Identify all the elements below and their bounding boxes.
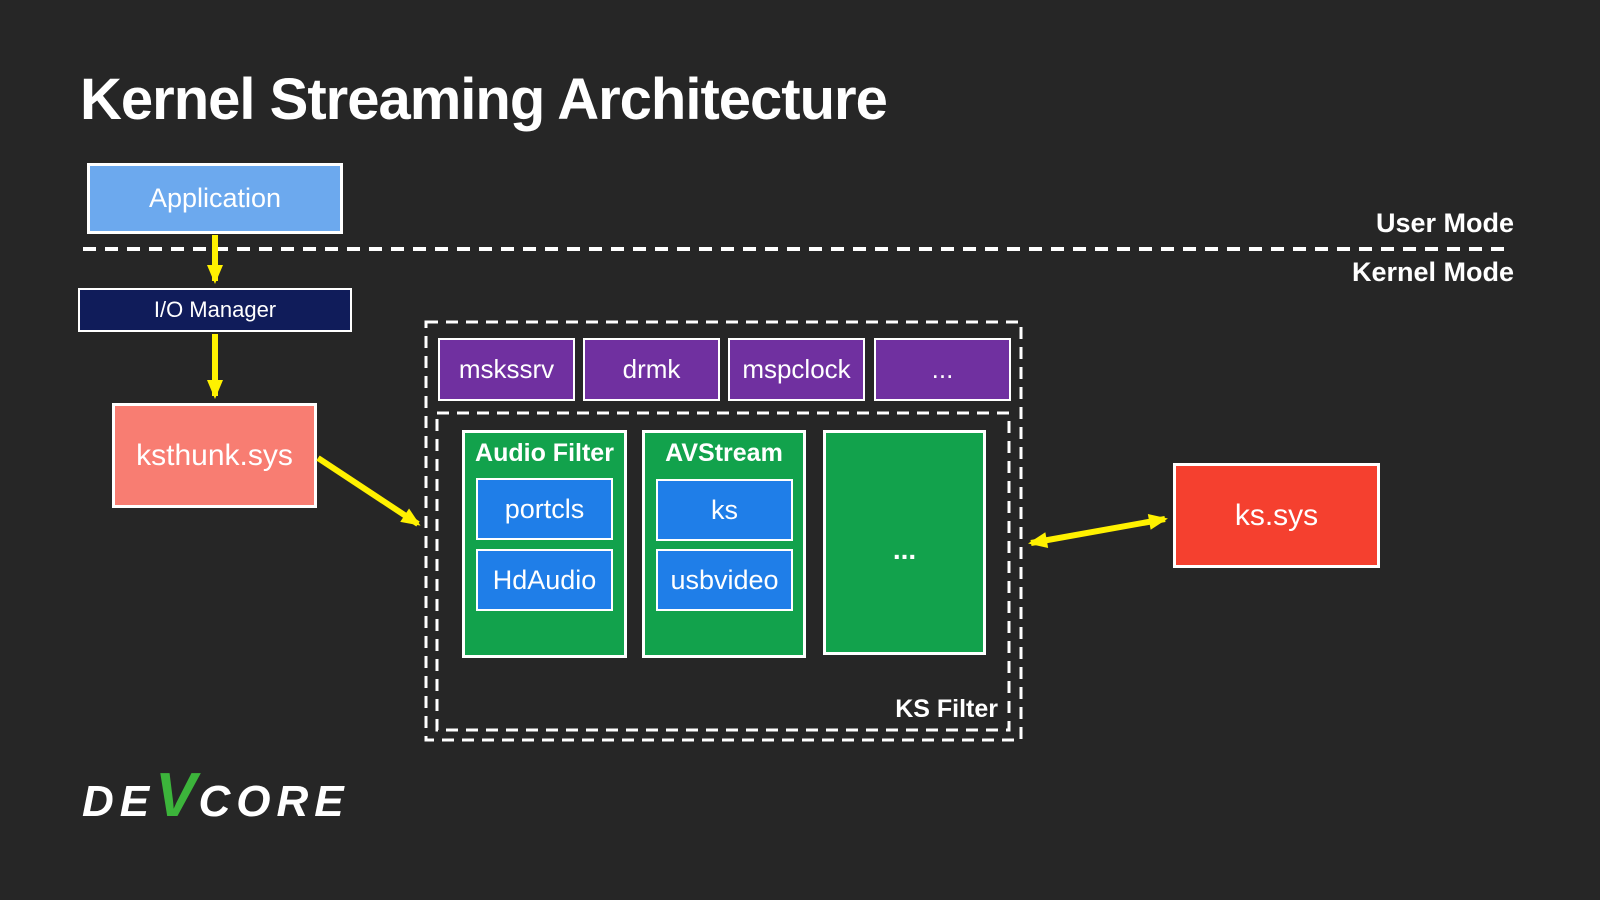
kssys-box: ks.sys [1173, 463, 1380, 568]
ks-box: ks [656, 479, 793, 541]
logo-part2: CORE [198, 777, 350, 826]
proxy-module-box-mskssrv: mskssrv [438, 338, 575, 401]
usbvideo-box: usbvideo [656, 549, 793, 611]
audio-filter-group: Audio Filter portcls HdAudio [462, 430, 627, 658]
arrow-ksfilter-kssys-bidirectional [1028, 513, 1168, 549]
proxy-module-box-mspclock: mspclock [728, 338, 865, 401]
kernel-mode-label: Kernel Mode [1351, 257, 1514, 287]
slide-title: Kernel Streaming Architecture [80, 67, 888, 132]
user-mode-label: User Mode [1375, 208, 1514, 238]
audio-filter-label: Audio Filter [475, 439, 614, 467]
arrow-ksthunk-to-ksfilter [316, 455, 421, 527]
logo-check-accent: V [155, 761, 199, 830]
application-box: Application [87, 163, 343, 234]
devcore-logo: DEVCORE [82, 760, 350, 831]
other-filter-ellipsis: ... [892, 533, 917, 565]
io-manager-box: I/O Manager [78, 288, 352, 332]
avstream-label: AVStream [665, 439, 783, 467]
other-filter-group: ... [823, 430, 986, 655]
logo-part1: DE [82, 777, 156, 826]
ksthunk-box: ksthunk.sys [112, 403, 317, 508]
avstream-group: AVStream ks usbvideo [642, 430, 806, 658]
proxy-module-box-drmk: drmk [583, 338, 720, 401]
portcls-box: portcls [476, 478, 613, 540]
hdaudio-box: HdAudio [476, 549, 613, 611]
ks-filter-label: KS Filter [895, 695, 998, 723]
proxy-module-box-ellipsis: ... [874, 338, 1011, 401]
